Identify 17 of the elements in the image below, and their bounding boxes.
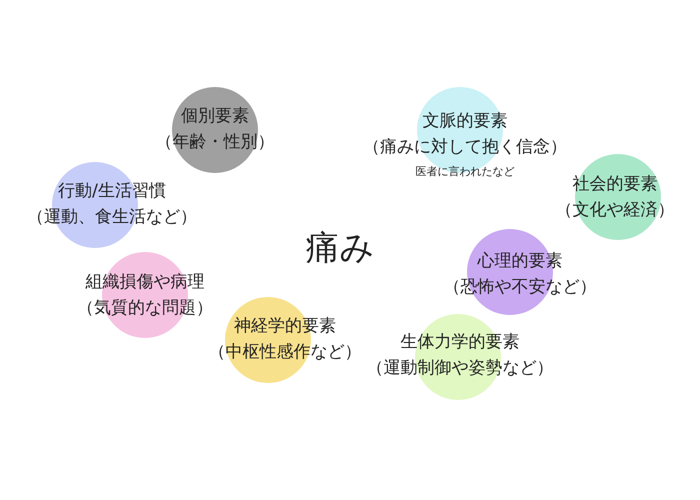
node-heading: 文脈的要素 — [422, 111, 508, 131]
node-subtext: （気質的な問題） — [77, 298, 213, 318]
node-subtext: （文化や経済） — [556, 200, 674, 220]
node-heading: 生体力学的要素 — [400, 332, 520, 352]
node-subtext: （中枢性感作など） — [208, 342, 362, 362]
node-heading: 行動/生活習慣 — [58, 181, 166, 201]
node-heading: 神経学的要素 — [234, 316, 336, 336]
node-heading: 社会的要素 — [572, 174, 658, 194]
node-heading: 組織損傷や病理 — [86, 272, 204, 292]
node-heading: 個別要素 — [181, 106, 249, 126]
node-subtext: （痛みに対して抱く信念） — [363, 137, 567, 157]
node-subtext: （恐怖や不安など） — [444, 277, 596, 297]
node-subtext: （運動、食生活など） — [27, 207, 197, 227]
node-subtext: 医者に言われたなど — [416, 165, 514, 179]
node-subtext: （運動制御や姿勢など） — [366, 358, 554, 378]
central-label: 痛み — [306, 228, 374, 268]
node-heading: 心理的要素 — [478, 251, 562, 271]
